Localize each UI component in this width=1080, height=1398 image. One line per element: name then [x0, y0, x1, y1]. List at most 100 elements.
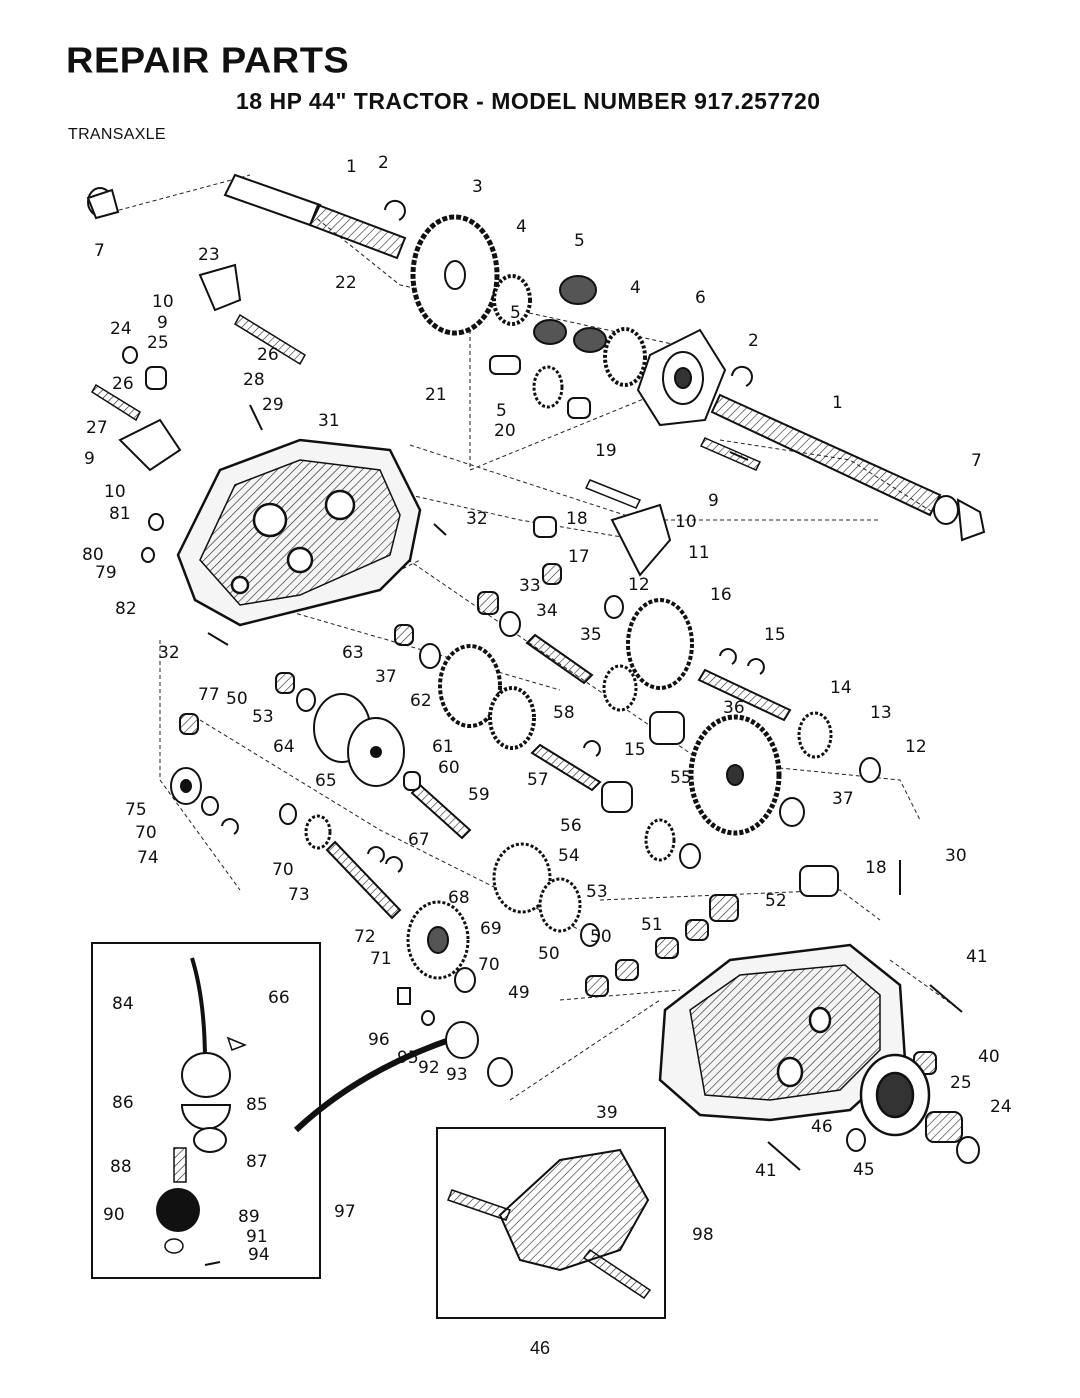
callout-label-52: 52: [765, 891, 787, 911]
callout-label-70: 70: [272, 860, 294, 880]
callout-label-24: 24: [110, 319, 132, 339]
page-subtitle: 18 HP 44" TRACTOR - MODEL NUMBER 917.257…: [236, 88, 821, 114]
callout-label-41: 41: [966, 947, 988, 967]
callout-label-61: 61: [432, 737, 454, 757]
callout-label-72: 72: [354, 927, 376, 947]
seal-parts: [397, 987, 513, 1087]
callout-label-62: 62: [410, 691, 432, 711]
callout-label-3: 3: [472, 177, 483, 197]
callout-label-64: 64: [273, 737, 295, 757]
lower-housing: [658, 943, 931, 1137]
callout-label-71: 71: [370, 949, 392, 969]
bolts: [207, 404, 963, 1171]
callout-label-10: 10: [675, 512, 697, 532]
callout-label-11: 11: [688, 543, 710, 563]
callout-label-7: 7: [94, 241, 105, 261]
callout-label-34: 34: [536, 601, 558, 621]
callout-label-2: 2: [748, 331, 759, 351]
callout-label-9: 9: [708, 491, 719, 511]
callout-label-45: 45: [853, 1160, 875, 1180]
shift-rod: [90, 313, 792, 920]
callout-label-21: 21: [425, 385, 447, 405]
callout-label-91: 91: [246, 1227, 268, 1247]
callout-label-80: 80: [82, 545, 104, 565]
clips: [221, 199, 765, 873]
callout-label-23: 23: [198, 245, 220, 265]
callout-label-32: 32: [158, 643, 180, 663]
callout-label-16: 16: [710, 585, 732, 605]
callout-label-93: 93: [446, 1065, 468, 1085]
callout-label-88: 88: [110, 1157, 132, 1177]
callout-label-40: 40: [978, 1047, 1000, 1067]
callout-label-90: 90: [103, 1205, 125, 1225]
gears: [304, 214, 833, 980]
callout-label-1: 1: [832, 393, 843, 413]
callout-label-10: 10: [104, 482, 126, 502]
callout-label-66: 66: [268, 988, 290, 1008]
callout-label-28: 28: [243, 370, 265, 390]
callout-label-25: 25: [950, 1073, 972, 1093]
callout-label-35: 35: [580, 625, 602, 645]
callout-label-68: 68: [448, 888, 470, 908]
page-number: 46: [529, 1338, 551, 1358]
callout-label-32: 32: [466, 509, 488, 529]
callout-label-15: 15: [764, 625, 786, 645]
callout-label-82: 82: [115, 599, 137, 619]
callout-label-65: 65: [315, 771, 337, 791]
callout-label-9: 9: [157, 313, 168, 333]
callout-label-51: 51: [641, 915, 663, 935]
callout-label-37: 37: [375, 667, 397, 687]
callout-label-37: 37: [832, 789, 854, 809]
callout-label-18: 18: [566, 509, 588, 529]
callout-label-4: 4: [630, 278, 641, 298]
callout-label-4: 4: [516, 217, 527, 237]
detail-box-98: [436, 1127, 666, 1319]
callout-label-41: 41: [755, 1161, 777, 1181]
callout-label-49: 49: [508, 983, 530, 1003]
callout-label-24: 24: [990, 1097, 1012, 1117]
callout-label-85: 85: [246, 1095, 268, 1115]
callout-label-5: 5: [510, 303, 521, 323]
callout-label-20: 20: [494, 421, 516, 441]
callout-label-94: 94: [248, 1245, 270, 1265]
page-title: REPAIR PARTS: [66, 41, 350, 81]
callout-label-13: 13: [870, 703, 892, 723]
callout-label-54: 54: [558, 846, 580, 866]
callout-label-31: 31: [318, 411, 340, 431]
callout-label-74: 74: [137, 848, 159, 868]
callout-label-57: 57: [527, 770, 549, 790]
callout-label-60: 60: [438, 758, 460, 778]
callout-label-25: 25: [147, 333, 169, 353]
callout-label-12: 12: [628, 575, 650, 595]
callout-label-10: 10: [152, 292, 174, 312]
discs-washers: [87, 187, 980, 1164]
callout-label-87: 87: [246, 1152, 268, 1172]
callout-label-70: 70: [478, 955, 500, 975]
callout-label-15: 15: [624, 740, 646, 760]
callout-label-5: 5: [574, 231, 585, 251]
callout-label-26: 26: [112, 374, 134, 394]
callout-label-89: 89: [238, 1207, 260, 1227]
callout-label-53: 53: [586, 882, 608, 902]
callout-label-96: 96: [368, 1030, 390, 1050]
callout-label-67: 67: [408, 830, 430, 850]
callout-label-26: 26: [257, 345, 279, 365]
callout-label-50: 50: [226, 689, 248, 709]
detail-box-97: [91, 942, 321, 1279]
flange-plate: [636, 328, 727, 427]
callout-label-55: 55: [670, 768, 692, 788]
callout-label-98: 98: [692, 1225, 714, 1245]
callout-label-12: 12: [905, 737, 927, 757]
callout-label-95: 95: [397, 1048, 419, 1068]
callout-label-59: 59: [468, 785, 490, 805]
shift-brackets: [86, 188, 986, 577]
callout-label-39: 39: [596, 1103, 618, 1123]
callout-label-77: 77: [198, 685, 220, 705]
callout-label-70: 70: [135, 823, 157, 843]
callout-label-58: 58: [553, 703, 575, 723]
callout-label-1: 1: [346, 157, 357, 177]
callout-label-18: 18: [865, 858, 887, 878]
